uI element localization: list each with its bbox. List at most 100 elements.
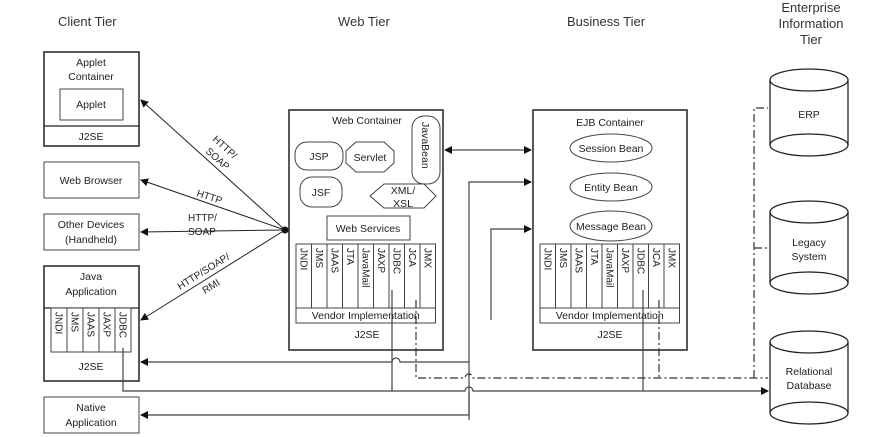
native-application-box: Native Application [43,396,140,434]
web-api-jca: JCA [406,248,417,267]
javabean-label: JavaBean [419,122,431,169]
ejb-vendor-implementation: Vendor Implementation [556,310,664,322]
proto-devices-1: HTTP/ [188,213,217,224]
ejb-container: EJB Container Session Bean Entity Bean M… [532,109,688,351]
business-tier-heading: Business Tier [567,14,646,29]
xml-xsl-shape [369,183,437,209]
javaapp-jdbc-line [122,348,392,392]
web-container-title: Web Container [332,115,402,127]
ejb-api-javamail: JavaMail [603,248,614,287]
web-api-jta: JTA [344,248,355,265]
web-j2se: J2SE [354,329,379,341]
web-api-jms: JMS [313,248,324,268]
ejb-api-strip [539,243,680,324]
proto-devices-2: SOAP [188,227,216,238]
jsp-shape [294,141,344,171]
jdbc-to-database-line [392,386,769,395]
applet-box: Applet [76,99,106,111]
javaapp-api-jms: JMS [69,312,80,332]
applet-j2se: J2SE [78,131,103,143]
to-native-app-line [140,392,470,419]
erp-label: ERP [798,109,820,121]
eis-tier-heading-2: Information [778,16,843,31]
web-jca-dashline [415,300,768,379]
erp-cylinder: ERP [769,68,849,157]
jsf-label: JSF [312,187,331,199]
web-browser-label: Web Browser [60,175,123,187]
arrow-applet [140,99,286,231]
ejb-api-jdbc: JDBC [634,248,645,274]
other-devices-label-1: Other Devices [58,219,125,231]
javaapp-api-jaxp: JAXP [101,312,112,337]
javaapp-api-jdbc: JDBC [117,312,128,338]
servlet-shape [345,141,395,173]
xsl-label: XSL [393,198,413,210]
web-services-shape [326,215,411,241]
tier-connections [444,146,532,420]
native-app-label-1: Native [76,402,106,414]
java-app-title-1: Java [80,271,102,283]
eis-tier-heading-3: Tier [800,32,823,47]
web-api-jaxp: JAXP [375,248,386,273]
legacy-cylinder: Legacy System [769,200,849,295]
jsf-shape [299,176,343,208]
web-services-label: Web Services [336,223,401,235]
eis-tier-heading-1: Enterprise [781,0,840,15]
arrow-hub [281,226,289,234]
webcontainer-to-ejb-line [490,225,532,320]
legacy-label-2: System [791,251,826,263]
java-app-j2se: J2SE [78,361,103,373]
message-bean-shape [569,210,653,242]
web-vendor-implementation: Vendor Implementation [312,310,420,322]
javabean-shape [411,115,441,185]
java-app-title-2: Application [65,286,117,298]
javaapp-api-jndi: JNDI [53,312,64,334]
arrow-browser [140,178,286,231]
ejb-api-jaas: JAAS [572,248,583,273]
web-browser-box: Web Browser [43,161,140,199]
ejb-api-jms: JMS [557,248,568,268]
xml-label: XML/ [391,185,416,197]
client-tier-heading: Client Tier [58,14,117,29]
javaapp-api-strip [50,307,132,353]
web-api-javamail: JavaMail [359,248,370,287]
native-app-label-2: Application [65,417,117,429]
other-devices-box: Other Devices (Handheld) [43,213,140,251]
servlet-label: Servlet [354,152,387,164]
arrow-java-app [140,229,286,321]
eis-bus-dashline [753,107,768,378]
java-application-box: Java Application JNDI JMS JAAS JAXP JDBC J2S… [43,265,140,382]
applet-container-title-2: Container [68,71,114,83]
database-label-2: Database [787,380,832,392]
web-api-jaas: JAAS [328,248,339,273]
javaapp-api-jaas: JAAS [85,312,96,337]
arrow-devices [140,227,286,236]
protocol-arrows: HTTP/ SOAP HTTP HTTP/ SOAP HTTP/SOAP/ RM… [140,99,289,321]
ejb-api-jta: JTA [588,248,599,265]
web-api-strip [295,243,436,324]
ejb-api-jaxp: JAXP [619,248,630,273]
ejb-j2se: J2SE [597,329,622,341]
web-container: Web Container JSP Servlet JavaBean JSF X… [288,109,444,351]
database-label-1: Relational [786,366,833,378]
ejb-container-title: EJB Container [576,117,644,129]
message-bean-label: Message Bean [576,221,646,233]
other-devices-label-2: (Handheld) [65,234,117,246]
bottom-connections [122,107,769,419]
ejb-api-jndi: JNDI [541,248,552,270]
session-bean-shape [569,133,653,163]
applet-container-title-1: Applet [76,57,106,69]
web-tier-heading: Web Tier [338,14,390,29]
native-to-ejb-line [468,178,532,420]
jsp-label: JSP [309,151,328,163]
entity-bean-label: Entity Bean [584,182,638,194]
entity-bean-shape [569,172,653,202]
applet-container: Applet Container Applet J2SE [43,51,140,147]
web-api-jmx: JMX [421,248,432,268]
session-bean-label: Session Bean [579,143,644,155]
web-api-jdbc: JDBC [390,248,401,274]
web-api-jndi: JNDI [297,248,308,270]
legacy-label-1: Legacy [792,237,827,249]
ejb-api-jca: JCA [650,248,661,267]
